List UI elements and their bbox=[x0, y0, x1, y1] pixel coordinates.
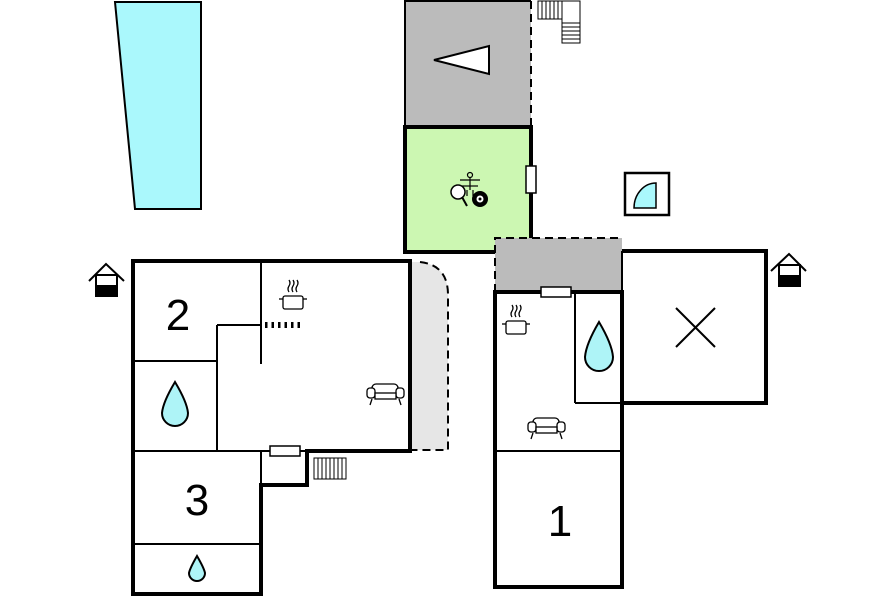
stairs-icon-middle bbox=[313, 457, 347, 480]
shower-icon-left bbox=[160, 380, 190, 427]
covered-area-right-dashed-edge bbox=[494, 237, 622, 292]
sofa-icon-right bbox=[527, 417, 566, 440]
billiard-ball-icon bbox=[472, 191, 488, 207]
covered-area-right bbox=[495, 238, 622, 292]
shower-icon-right bbox=[583, 320, 615, 372]
kitchen-pot-icon-right bbox=[502, 304, 530, 335]
sofa-icon-left bbox=[366, 383, 405, 406]
parking-triangle-icon bbox=[433, 44, 490, 76]
terrace bbox=[410, 262, 448, 450]
pool bbox=[113, 1, 202, 210]
house-entrance-icon-left bbox=[88, 262, 125, 297]
closed-room-x-icon bbox=[675, 307, 716, 348]
terrace-dashed-edge bbox=[412, 261, 449, 451]
house-entrance-icon-right bbox=[770, 252, 807, 287]
room-number-3: 3 bbox=[185, 476, 209, 525]
left-building bbox=[131, 259, 412, 596]
stairs-icon bbox=[537, 0, 581, 44]
room-number-1: 1 bbox=[548, 497, 572, 546]
ping-pong-icon bbox=[450, 184, 468, 207]
game-room bbox=[403, 125, 533, 254]
foosball-icon bbox=[460, 171, 480, 196]
shower-icon-small bbox=[187, 554, 207, 582]
window-icon bbox=[623, 171, 671, 217]
game-room-door bbox=[525, 165, 537, 194]
room-number-2: 2 bbox=[166, 291, 190, 340]
covered-area-top-outline bbox=[404, 0, 531, 127]
kitchen-pot-icon-left bbox=[279, 279, 307, 310]
right-building bbox=[493, 249, 768, 589]
